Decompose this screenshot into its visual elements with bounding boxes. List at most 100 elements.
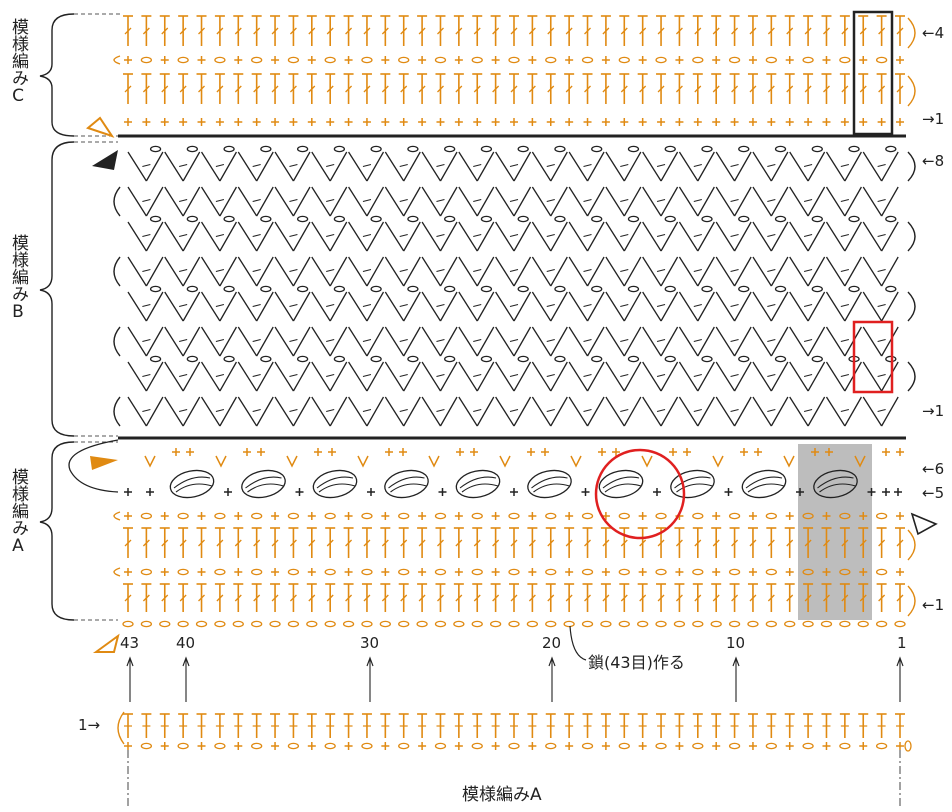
crossed-stitch-tick xyxy=(142,163,151,168)
crossed-stitch xyxy=(660,186,679,217)
crossed-stitch xyxy=(770,396,789,427)
crossed-stitch xyxy=(605,151,625,182)
dc-stitch-slash xyxy=(731,594,739,602)
stitch-number: 10 xyxy=(726,634,745,652)
turning-chain xyxy=(113,256,121,287)
crossed-stitch xyxy=(366,186,385,217)
pointer-arrow-head xyxy=(182,656,190,667)
crossed-stitch-tick xyxy=(215,268,225,273)
puff-stitch xyxy=(741,469,787,499)
crossed-stitch xyxy=(513,151,532,182)
chain-stitch xyxy=(839,568,851,576)
v-stitch xyxy=(215,455,227,468)
chain-stitch xyxy=(260,215,272,223)
crossed-stitch-tick xyxy=(399,233,408,238)
crossed-stitch xyxy=(752,186,772,217)
v-stitch xyxy=(286,455,298,468)
chain-stitch xyxy=(140,620,153,628)
crossed-stitch-tick xyxy=(473,338,482,343)
crossed-stitch-tick xyxy=(803,268,813,273)
dc-stitch-slash xyxy=(510,27,518,35)
puff-stitch xyxy=(241,469,286,499)
dc-stitch-slash xyxy=(418,27,426,35)
dc-stitch-slash xyxy=(363,85,371,93)
chain-stitch xyxy=(517,285,529,293)
crossed-stitch xyxy=(366,256,385,287)
crossed-stitch xyxy=(366,396,385,427)
turning-chain xyxy=(907,529,916,561)
chain-stitch xyxy=(370,355,382,363)
crossed-stitch xyxy=(200,256,221,287)
chain-stitch xyxy=(407,145,419,153)
dc-stitch-slash xyxy=(639,85,647,93)
chain-stitch xyxy=(214,742,226,750)
crossed-stitch xyxy=(311,396,331,427)
chain-stitch-end xyxy=(904,740,912,752)
crossed-stitch xyxy=(329,396,348,427)
dc-stitch-slash xyxy=(455,594,463,602)
dc-stitch-slash xyxy=(639,27,647,35)
crossed-stitch xyxy=(219,361,238,392)
dc-stitch-slash xyxy=(841,85,849,93)
crossed-stitch-tick xyxy=(509,198,519,203)
crossed-stitch-tick xyxy=(215,198,225,203)
dc-stitch-slash xyxy=(179,85,187,93)
crossed-stitch xyxy=(439,291,458,322)
crossed-stitch-tick xyxy=(215,303,225,308)
dc-stitch-slash xyxy=(345,594,353,602)
crossed-stitch-tick xyxy=(583,338,592,343)
crossed-stitch-tick xyxy=(803,163,813,168)
crossed-stitch xyxy=(734,291,752,322)
chain-stitch xyxy=(508,742,520,750)
chain-stitch xyxy=(223,285,235,293)
dc-stitch-slash xyxy=(528,85,536,93)
crossed-stitch xyxy=(642,186,662,217)
puff-stitch-lines xyxy=(674,476,713,493)
crossed-stitch xyxy=(439,256,458,287)
crossed-stitch-tick xyxy=(620,338,629,343)
crossed-stitch-tick xyxy=(877,233,886,238)
chain-stitch xyxy=(186,355,198,363)
dc-stitch-slash xyxy=(804,27,812,35)
chain-stitch xyxy=(361,568,373,576)
dc-stitch-slash xyxy=(308,27,316,35)
dc-stitch-slash xyxy=(823,85,830,93)
crossed-stitch-tick xyxy=(436,268,445,273)
chain-stitch xyxy=(701,215,713,223)
dc-stitch-slash xyxy=(437,27,444,35)
chain-stitch xyxy=(618,56,630,64)
stitch-number-row: 43 40 30 20 10 1 xyxy=(120,634,907,652)
dc-stitch-slash xyxy=(620,85,628,93)
stitch-number: 43 xyxy=(120,634,139,652)
crossed-stitch xyxy=(476,361,495,392)
chain-stitch xyxy=(471,56,483,64)
turn-curve-left xyxy=(68,439,119,493)
crossed-stitch-tick xyxy=(142,233,151,238)
dc-stitch-slash xyxy=(345,539,353,547)
crossed-stitch xyxy=(513,221,532,252)
crossed-stitch xyxy=(881,291,899,322)
crossed-stitch xyxy=(586,186,605,217)
crossed-stitch xyxy=(329,186,348,217)
dc-stitch-slash xyxy=(694,85,702,93)
crossed-stitch xyxy=(311,326,331,357)
crossed-stitch xyxy=(697,326,715,357)
chain-stitch xyxy=(839,620,851,628)
chain-stitch xyxy=(692,512,704,520)
crossed-stitch-tick xyxy=(767,373,776,378)
dc-stitch-slash xyxy=(584,594,591,602)
crossed-stitch xyxy=(678,186,699,217)
crossed-stitch-tick xyxy=(730,233,739,238)
chain-stitch xyxy=(655,568,667,576)
crossed-stitch xyxy=(770,361,789,392)
crossed-stitch-tick xyxy=(620,198,629,203)
crossed-stitch xyxy=(200,291,221,322)
turning-chain xyxy=(113,567,121,577)
chain-note-leader xyxy=(569,625,587,661)
crossed-stitch xyxy=(734,186,752,217)
dc-stitch-slash xyxy=(216,85,224,93)
crossed-stitch-tick xyxy=(473,233,482,238)
crossed-stitch xyxy=(200,186,221,217)
dc-stitch-slash xyxy=(216,539,224,547)
crossed-stitch-tick xyxy=(289,163,298,168)
